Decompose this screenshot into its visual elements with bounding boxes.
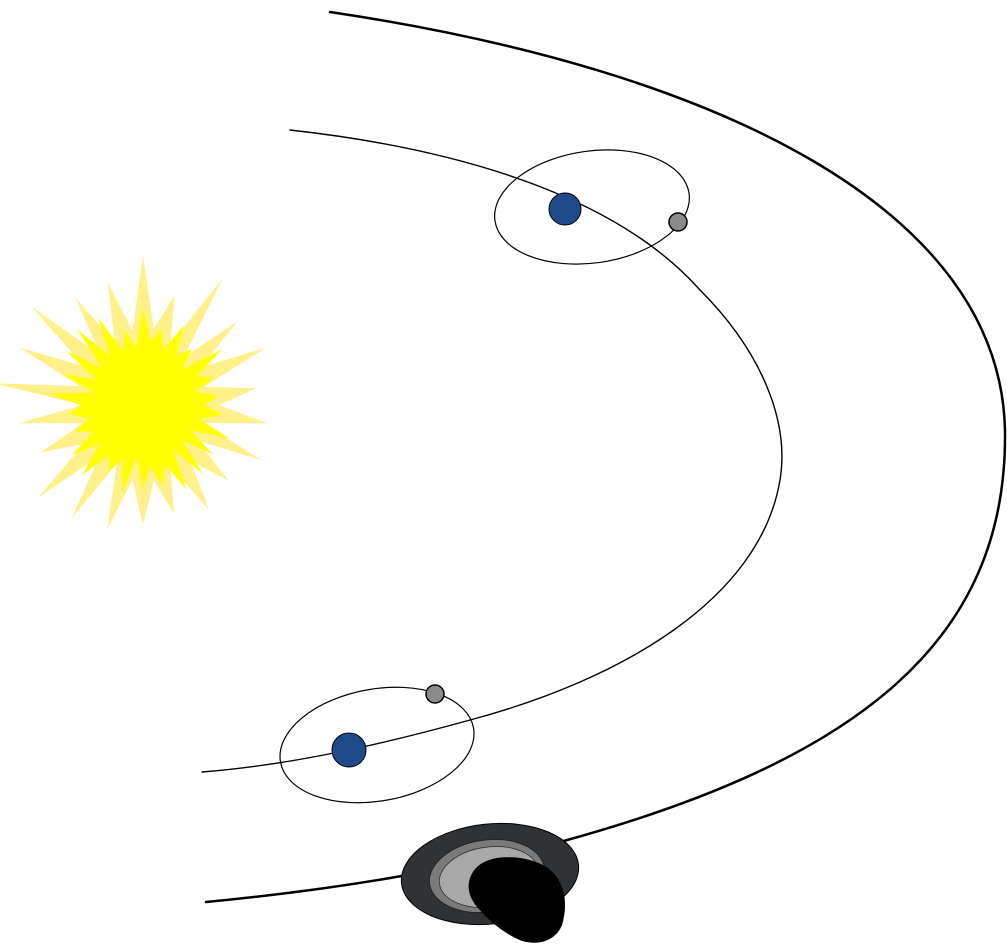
outer-orbit-path [206,12,1005,902]
planet-icon [549,193,581,225]
planet-upper-system [487,138,697,276]
sun-icon [0,256,268,530]
moon-orbit-ellipse [487,138,697,276]
inner-orbit-path [202,130,782,772]
ringed-planet-icon [396,815,583,943]
moon-icon [669,213,687,231]
moon-orbit-ellipse [271,673,483,817]
moon-icon [426,685,444,703]
planet-lower-system [271,673,483,817]
planet-icon [332,733,366,767]
